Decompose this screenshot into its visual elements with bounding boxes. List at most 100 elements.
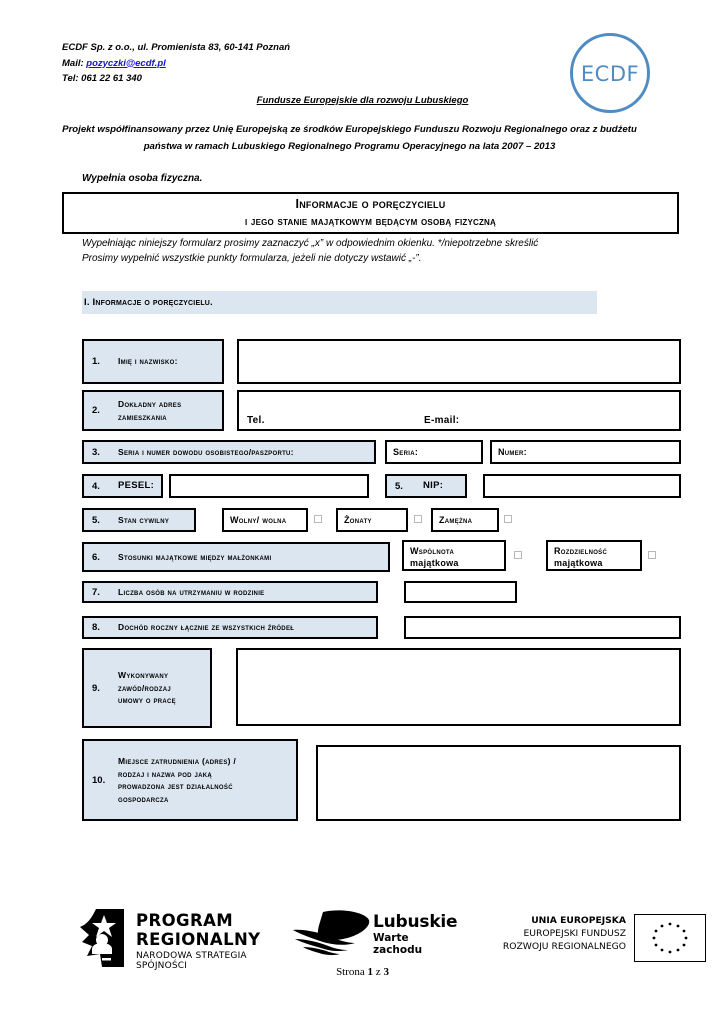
instruction-line-2: Prosimy wypełnić wszystkie punkty formul… <box>82 253 422 264</box>
row-6-option-wspolnota-line-1: Wspólnota <box>410 546 455 556</box>
row-9-label-line-3: umowy o pracę <box>118 695 176 706</box>
program-regionalny-line-2: REGIONALNY <box>136 929 261 949</box>
row-5-label-box: 5. Stan cywilny <box>82 508 196 532</box>
page-number-current: 1 <box>367 966 374 978</box>
row-8-number: 8. <box>92 622 100 633</box>
row-1-label-box: 1. Imię i nazwisko: <box>82 339 224 384</box>
ecdf-logo-icon: ECDF <box>570 33 650 113</box>
row-6-option-rozdzielnosc-line-1: Rozdzielność <box>554 546 608 556</box>
project-financing-line-2: budżetu państwa w ramach Lubuskiego Regi… <box>143 124 637 152</box>
program-regionalny-line-1: PROGRAM <box>136 911 234 930</box>
project-financing-line-1: Projekt współfinansowany przez Unię Euro… <box>62 124 598 135</box>
row-6-checkbox-rozdzielnosc[interactable] <box>648 551 656 559</box>
row-5-option-label-wolny: Wolny/ wolna <box>230 515 287 525</box>
row-5-option-box-zamezna: Zamężna <box>431 508 499 532</box>
eu-flag-icon <box>634 914 706 962</box>
row-2-input-address[interactable]: Tel. E-mail: <box>237 390 681 431</box>
row-4-input-pesel[interactable] <box>169 474 369 498</box>
footer-logos: PROGRAM REGIONALNY NARODOWA STRATEGIA SP… <box>0 900 725 990</box>
row-10-label: Miejsce zatrudnienia (adres) / rodzaj i … <box>118 755 236 805</box>
company-tel-line: Tel: 061 22 61 340 <box>62 73 142 84</box>
row-10-label-line-3: prowadzona jest działalność <box>118 781 233 791</box>
lubuskie-bird-icon <box>293 910 370 956</box>
row-5-input-nip[interactable] <box>483 474 681 498</box>
program-regionalny-text: PROGRAM REGIONALNY NARODOWA STRATEGIA SP… <box>136 911 265 971</box>
page-title-line-2: i jego stanie majątkowym będącym osobą f… <box>244 214 497 228</box>
row-1-label: Imię i nazwisko: <box>118 356 178 367</box>
row-1-input-name[interactable] <box>237 339 681 384</box>
row-3-input-seria[interactable]: Seria: <box>385 440 483 464</box>
mail-label: Mail: <box>62 57 84 69</box>
row-6-number: 6. <box>92 551 100 563</box>
row-6-checkbox-wspolnota[interactable] <box>514 551 522 559</box>
instruction-line-1: Wypełniając niniejszy formularz prosimy … <box>82 238 539 249</box>
row-6-option-label-wspolnota: Wspólnota majątkowa <box>410 545 459 569</box>
row-9-label-box: 9. Wykonywany zawód/rodzaj umowy o pracę <box>82 648 212 728</box>
row-5-number: 5. <box>92 514 100 526</box>
row-9-input-profession[interactable] <box>236 648 681 726</box>
row-5-checkbox-zonaty[interactable] <box>414 515 422 523</box>
row-10-input-workplace[interactable] <box>316 745 681 821</box>
row-5-option-label-zonaty: Żonaty <box>344 515 372 525</box>
row-2-email-label: E-mail: <box>424 415 460 426</box>
company-address-line: ECDF Sp. z o.o., ul. Promienista 83, 60-… <box>62 42 291 53</box>
row-4-label-box: 4. PESEL: <box>82 474 163 498</box>
row-5-nip-label-box: 5. NIP: <box>385 474 467 498</box>
lubuskie-line-2: Warte zachodu <box>373 932 423 956</box>
row-2-label-line-1: Dokładny adres <box>118 399 182 409</box>
page-number-prefix: Strona <box>336 966 365 978</box>
page-title-line-1: Informacje o poręczycielu <box>295 197 446 211</box>
row-7-input-dependents[interactable] <box>404 581 517 603</box>
row-5-checkbox-zamezna[interactable] <box>504 515 512 523</box>
lubuskie-text: Lubuskie Warte zachodu <box>373 912 458 957</box>
row-5-option-label-zamezna: Zamężna <box>439 515 473 525</box>
row-5-option-box-zonaty: Żonaty <box>336 508 408 532</box>
row-9-label: Wykonywany zawód/rodzaj umowy o pracę <box>118 669 176 707</box>
funds-slogan: Fundusze Europejskie dla rozwoju Lubuski… <box>0 95 725 106</box>
row-8-input-income[interactable] <box>404 616 681 639</box>
row-10-number: 10. <box>92 774 106 786</box>
document-title-box: Informacje o poręczycielu i jego stanie … <box>62 192 679 234</box>
row-10-label-line-4: gospodarcza <box>118 793 169 804</box>
row-3-seria-label: Seria: <box>393 447 419 457</box>
row-6-option-wspolnota-line-2: majątkowa <box>410 558 459 568</box>
row-2-tel-label: Tel. <box>247 415 265 426</box>
row-2-label-box: 2. Dokładny adres zamieszkania <box>82 390 224 431</box>
unia-europejska-line-3: ROZWOJU REGIONALNEGO <box>502 941 626 952</box>
row-2-label: Dokładny adres zamieszkania <box>118 398 181 423</box>
row-6-label-box: 6. Stosunki majątkowe między małżonkami <box>82 542 390 572</box>
program-regionalny-logo: PROGRAM REGIONALNY NARODOWA STRATEGIA SP… <box>80 907 265 971</box>
row-7-number: 7. <box>92 586 100 598</box>
row-6-option-box-wspolnota: Wspólnota majątkowa <box>402 540 506 571</box>
row-3-numer-label: Numer: <box>498 447 527 457</box>
unia-europejska-text: UNIA EUROPEJSKA EUROPEJSKI FUNDUSZ ROZWO… <box>500 914 626 953</box>
unia-europejska-line-1: UNIA EUROPEJSKA <box>531 915 626 926</box>
page-number-footer: Strona 1 z 3 <box>0 966 725 978</box>
row-5-label: Stan cywilny <box>118 514 170 525</box>
row-3-number: 3. <box>92 446 100 458</box>
row-9-label-line-1: Wykonywany <box>118 670 169 681</box>
row-5-checkbox-wolny[interactable] <box>314 515 322 523</box>
row-9-number: 9. <box>92 682 100 694</box>
row-5-nip-label: NIP: <box>423 479 444 491</box>
lubuskie-logo: Lubuskie Warte zachodu <box>293 908 458 963</box>
row-6-option-rozdzielnosc-line-2: majątkowa <box>554 558 603 568</box>
row-9-label-line-2: zawód/rodzaj <box>118 682 171 693</box>
program-regionalny-star-icon <box>80 909 124 967</box>
mail-link[interactable]: pozyczki@ecdf.pl <box>86 57 166 69</box>
row-8-label: Dochód roczny łącznie ze wszystkich źród… <box>118 622 295 633</box>
row-5-nip-number: 5. <box>395 480 403 492</box>
row-3-input-numer[interactable]: Numer: <box>490 440 681 464</box>
row-6-option-box-rozdzielnosc: Rozdzielność majątkowa <box>546 540 642 571</box>
lubuskie-line-1: Lubuskie <box>373 912 458 932</box>
row-8-label-box: 8. Dochód roczny łącznie ze wszystkich ź… <box>82 616 378 639</box>
row-10-label-line-2: rodzaj i nazwa pod jaką <box>118 768 213 779</box>
section-header-bar: I. Informacje o poręczycielu. <box>82 291 597 314</box>
row-4-label: PESEL: <box>118 479 155 491</box>
project-financing-note: Projekt współfinansowany przez Unię Euro… <box>62 121 637 155</box>
row-2-label-line-2: zamieszkania <box>118 411 167 422</box>
row-6-label: Stosunki majątkowe między małżonkami <box>118 551 272 562</box>
page-number-of: z <box>375 966 381 978</box>
row-7-label: Liczba osób na utrzymaniu w rodzinie <box>118 586 265 597</box>
